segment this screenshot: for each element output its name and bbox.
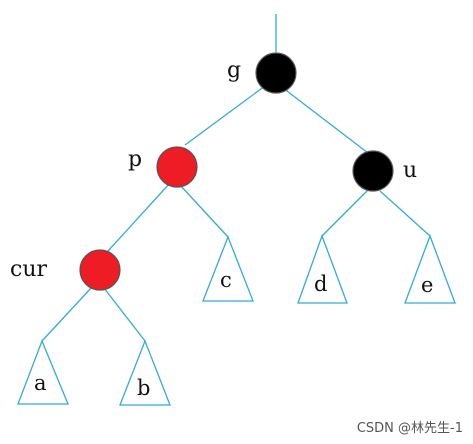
node-u xyxy=(352,150,394,192)
edge-p-c xyxy=(179,184,229,238)
edge-u-e xyxy=(379,190,431,237)
node-cur xyxy=(79,249,121,291)
node-p xyxy=(156,146,198,188)
subtree-e-label: e xyxy=(421,273,433,297)
node-u-label: u xyxy=(403,158,417,183)
edge-u-d xyxy=(321,189,369,237)
subtree-c-triangle xyxy=(202,235,254,302)
edge-cur-b xyxy=(103,287,146,342)
edge-cur-a xyxy=(41,286,93,342)
subtree-b-triangle xyxy=(119,339,171,406)
subtree-c-label: c xyxy=(220,268,232,292)
edge-p-cur xyxy=(107,182,171,252)
node-cur-label: cur xyxy=(10,257,47,282)
edge-g-u xyxy=(282,87,369,154)
subtree-a-label: a xyxy=(34,371,47,395)
node-p-label: p xyxy=(128,147,142,172)
subtree-d-triangle xyxy=(297,234,348,304)
edge-g-p xyxy=(184,85,266,146)
subtree-b-label: b xyxy=(137,376,150,400)
node-g xyxy=(255,52,297,94)
subtree-a-triangle xyxy=(17,339,69,405)
subtree-e-triangle xyxy=(404,234,456,304)
node-g-label: g xyxy=(227,58,241,83)
watermark: CSDN @林先生-1 xyxy=(356,421,463,436)
subtree-d-label: d xyxy=(314,272,327,296)
